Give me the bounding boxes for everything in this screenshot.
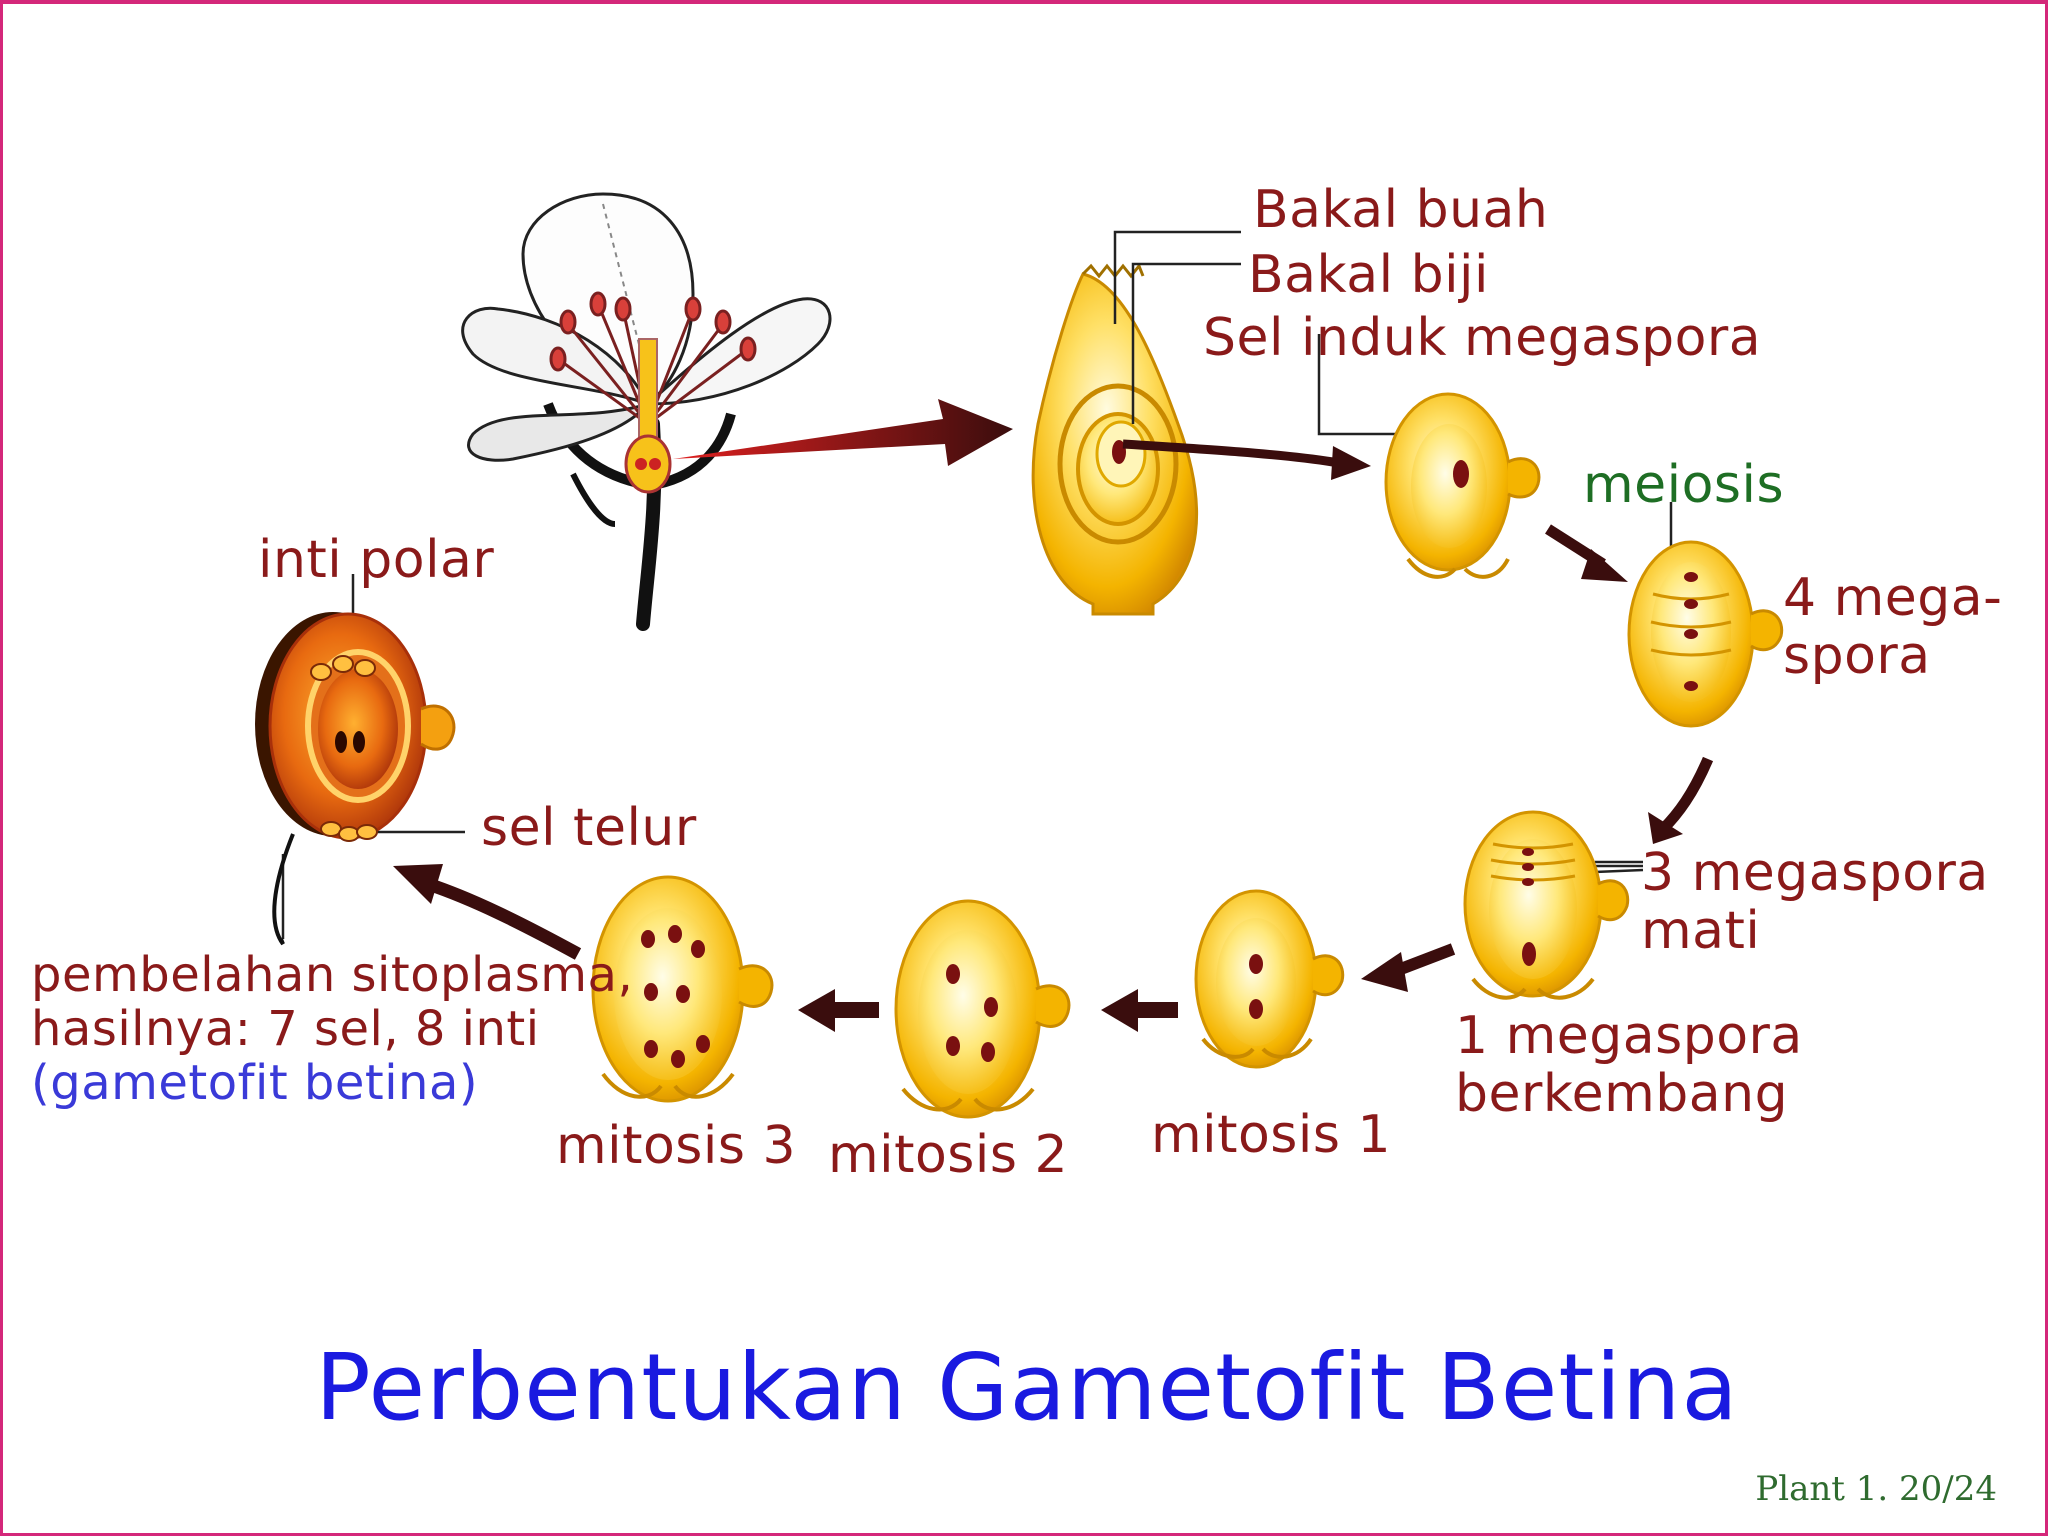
- flower-illustration: [463, 194, 830, 624]
- mitosis-2-cell: [896, 901, 1069, 1117]
- label-sel-telur: sel telur: [481, 802, 697, 854]
- label-inti-polar: inti polar: [258, 534, 494, 586]
- label-bakal-buah: Bakal buah: [1253, 184, 1548, 236]
- mitosis-1-cell: [1196, 891, 1343, 1067]
- degenerating-megaspores: [1465, 812, 1628, 998]
- megaspore-mother-cell: [1386, 394, 1539, 577]
- label-3-megaspora-mati: 3 megaspora mati: [1641, 844, 1989, 960]
- page-title: Perbentukan Gametofit Betina: [3, 1342, 2048, 1434]
- label-mitosis-2: mitosis 2: [828, 1129, 1068, 1181]
- label-3-megaspora-mati-line1: 3 megaspora: [1641, 844, 1989, 902]
- label-1-megaspora-berkembang: 1 megaspora berkembang: [1455, 1007, 1803, 1123]
- label-mitosis-3: mitosis 3: [556, 1120, 796, 1172]
- label-pembelahan-line2: hasilnya: 7 sel, 8 inti: [31, 1003, 633, 1057]
- four-megaspores: [1629, 542, 1782, 726]
- label-gametofit-betina: (gametofit betina): [31, 1057, 633, 1111]
- label-meiosis: meiosis: [1583, 459, 1784, 511]
- label-1-megaspora-berkembang-line1: 1 megaspora: [1455, 1007, 1803, 1065]
- label-4-megaspora-line1: 4 mega-: [1783, 569, 2002, 627]
- slide-footer: Plant 1. 20/24: [1755, 1472, 1997, 1506]
- label-4-megaspora-line2: spora: [1783, 627, 2002, 685]
- label-mitosis-1: mitosis 1: [1151, 1109, 1391, 1161]
- label-4-megaspora: 4 mega- spora: [1783, 569, 2002, 685]
- label-sel-induk-megaspora: Sel induk megaspora: [1203, 312, 1761, 364]
- diagram-illustration: [3, 4, 2048, 1536]
- label-pembelahan-sitoplasma: pembelahan sitoplasma, hasilnya: 7 sel, …: [31, 949, 633, 1110]
- label-bakal-biji: Bakal biji: [1248, 249, 1489, 301]
- label-3-megaspora-mati-line2: mati: [1641, 902, 1989, 960]
- label-pembelahan-line1: pembelahan sitoplasma,: [31, 949, 633, 1003]
- label-1-megaspora-berkembang-line2: berkembang: [1455, 1065, 1803, 1123]
